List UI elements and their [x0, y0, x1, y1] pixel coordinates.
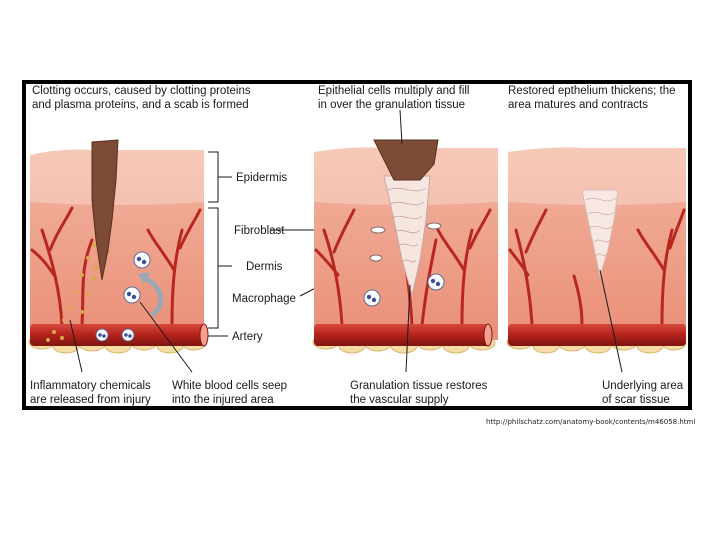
bottom-captions: Inflammatory chemicals are released from… — [30, 380, 684, 406]
wound-healing-figure: Clotting occurs, caused by clotting prot… — [22, 80, 692, 410]
panel-maturation: Restored epthelium thickens; the area ma… — [506, 85, 687, 373]
scar-tissue — [581, 189, 619, 278]
vessels-3 — [508, 208, 686, 327]
caption-inflammatory-line-2: are released from injury — [30, 394, 151, 406]
panel-granulation: Epithelial cells multiply and fill in ov… — [312, 85, 498, 373]
fibroblast-cell — [426, 222, 442, 230]
panel-1-caption-line-1: Clotting occurs, caused by clotting prot… — [32, 85, 251, 97]
label-epidermis: Epidermis — [236, 172, 287, 184]
epidermis-layer-3 — [508, 147, 686, 205]
leader-granulation — [405, 284, 411, 373]
panel-clotting: Clotting occurs, caused by clotting prot… — [28, 85, 251, 373]
caption-scar-line-1: Underlying area — [602, 380, 684, 392]
leader-inflammatory — [69, 319, 83, 373]
white-blood-cells-2 — [363, 273, 445, 307]
vessels-2 — [314, 208, 492, 327]
caption-wbc-line-1: White blood cells seep — [172, 380, 287, 392]
scab — [91, 139, 119, 281]
label-fibroblast: Fibroblast — [234, 225, 285, 237]
vessels-1 — [30, 206, 202, 327]
panel-3-caption-line-2: area matures and contracts — [508, 99, 648, 111]
layer-labels: Epidermis Fibroblast Dermis Macrophage A… — [208, 151, 375, 343]
white-blood-cells-1 — [123, 251, 151, 304]
label-macrophage: Macrophage — [232, 293, 296, 305]
artery-2 — [314, 323, 493, 347]
caption-granulation-line-2: the vascular supply — [350, 394, 449, 406]
fibroblast-cell — [370, 226, 386, 234]
migration-arrow — [142, 275, 164, 318]
macrophage-cell — [369, 254, 383, 262]
label-dermis: Dermis — [246, 261, 283, 273]
caption-wbc-line-2: into the injured area — [172, 394, 274, 406]
caption-granulation-line-1: Granulation tissue restores — [350, 380, 488, 392]
source-url: http://philschatz.com/anatomy-book/conte… — [486, 418, 696, 426]
caption-scar-line-2: of scar tissue — [602, 394, 670, 406]
panel-1-caption-line-2: and plasma proteins, and a scab is forme… — [32, 99, 249, 111]
granulation-fibers — [387, 187, 427, 263]
panel-3-caption-line-1: Restored epthelium thickens; the — [508, 85, 675, 97]
panel-2-caption-line-2: in over the granulation tissue — [318, 99, 465, 111]
granulation-tissue — [383, 175, 431, 296]
caption-inflammatory-line-1: Inflammatory chemicals — [30, 380, 151, 392]
artery-3 — [508, 324, 686, 346]
leader-epithelial — [399, 109, 403, 145]
migration-arrowhead — [138, 272, 150, 284]
label-artery: Artery — [232, 331, 263, 343]
scar-fibers — [585, 197, 617, 257]
epidermis-layer-1 — [30, 149, 204, 205]
figure-svg: Clotting occurs, caused by clotting prot… — [22, 80, 692, 410]
leader-wbc — [139, 301, 193, 373]
leader-scar — [599, 269, 623, 373]
artery-1 — [30, 323, 209, 347]
scab-2 — [373, 139, 439, 181]
panel-2-caption-line-1: Epithelial cells multiply and fill — [318, 85, 469, 97]
